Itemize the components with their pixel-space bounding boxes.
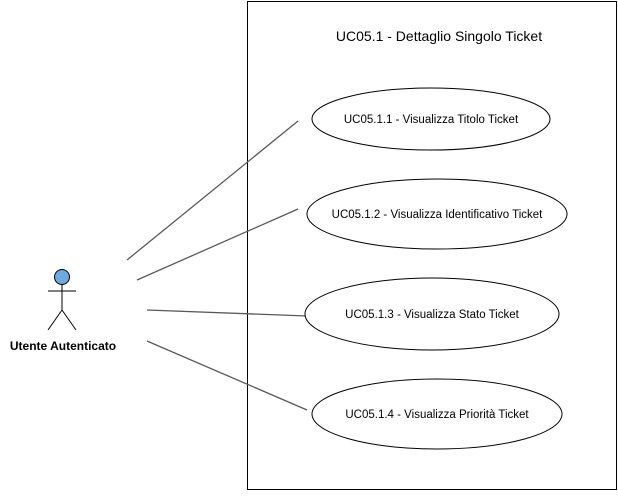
actor-head bbox=[54, 269, 70, 285]
use-case-2[interactable]: UC05.1.2 - Visualizza Identificativo Tic… bbox=[306, 178, 568, 250]
association-line-4 bbox=[146, 340, 308, 411]
association-line-3 bbox=[146, 309, 308, 317]
use-case-ellipse bbox=[311, 87, 551, 151]
use-case-ellipse bbox=[304, 277, 560, 351]
actor-right-leg bbox=[61, 309, 77, 331]
use-case-label: UC05.1.2 - Visualizza Identificativo Tic… bbox=[332, 209, 544, 221]
use-case-ellipse bbox=[311, 378, 563, 450]
association-line-1 bbox=[126, 120, 299, 261]
use-case-3[interactable]: UC05.1.3 - Visualizza Stato Ticket bbox=[304, 277, 560, 351]
actor-label: Utente Autenticato bbox=[10, 339, 116, 353]
actor-left-leg bbox=[47, 309, 63, 331]
association-line-2 bbox=[136, 208, 299, 281]
use-case-label: UC05.1.3 - Visualizza Stato Ticket bbox=[345, 309, 519, 321]
use-case-label: UC05.1.1 - Visualizza Titolo Ticket bbox=[344, 114, 519, 126]
use-case-ellipse bbox=[306, 178, 568, 250]
use-case-1[interactable]: UC05.1.1 - Visualizza Titolo Ticket bbox=[311, 87, 551, 151]
use-case-4[interactable]: UC05.1.4 - Visualizza Priorità Ticket bbox=[311, 378, 563, 450]
actor[interactable]: Utente Autenticato bbox=[10, 269, 116, 354]
system-title: UC05.1 - Dettaglio Singolo Ticket bbox=[336, 28, 542, 44]
use-case-label: UC05.1.4 - Visualizza Priorità Ticket bbox=[345, 409, 529, 421]
system-boundary bbox=[247, 1, 617, 490]
